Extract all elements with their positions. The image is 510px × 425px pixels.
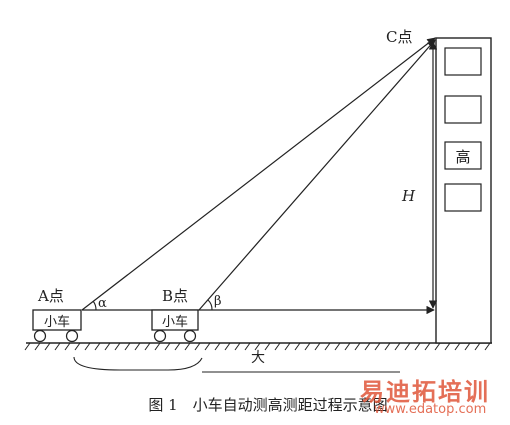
watermark-url: www.edatop.com xyxy=(374,402,487,417)
watermark-title: 易迪拓培训 xyxy=(360,378,490,406)
building-window xyxy=(444,141,482,170)
point-c-label: C点 xyxy=(386,28,412,46)
angle-alpha-arc xyxy=(92,300,97,311)
ground-label: 大 xyxy=(251,350,265,366)
car-b-label: 小车 xyxy=(162,314,188,330)
car-b xyxy=(151,309,199,343)
sight-line-b-to-c xyxy=(198,39,436,311)
ground-hatching xyxy=(24,342,491,351)
point-b-label: B点 xyxy=(162,287,188,305)
car-a-label: 小车 xyxy=(44,314,70,330)
point-a-label: A点 xyxy=(37,287,64,305)
height-label: H xyxy=(401,187,416,205)
angle-beta-label: β xyxy=(214,294,222,309)
building-window xyxy=(444,47,482,76)
angle-beta-arc xyxy=(207,299,213,311)
building-label: 高 xyxy=(455,148,470,166)
angle-alpha-label: α xyxy=(98,296,107,311)
figure-caption: 图 1 小车自动测高测距过程示意图 xyxy=(148,396,387,414)
building-window xyxy=(444,95,482,124)
watermark-logo: 易迪拓培训 www.edatop.com xyxy=(352,372,508,424)
building-window xyxy=(444,183,482,212)
car-a xyxy=(32,309,82,343)
ground-brace xyxy=(73,356,203,371)
sight-line-a-to-c xyxy=(81,37,436,311)
